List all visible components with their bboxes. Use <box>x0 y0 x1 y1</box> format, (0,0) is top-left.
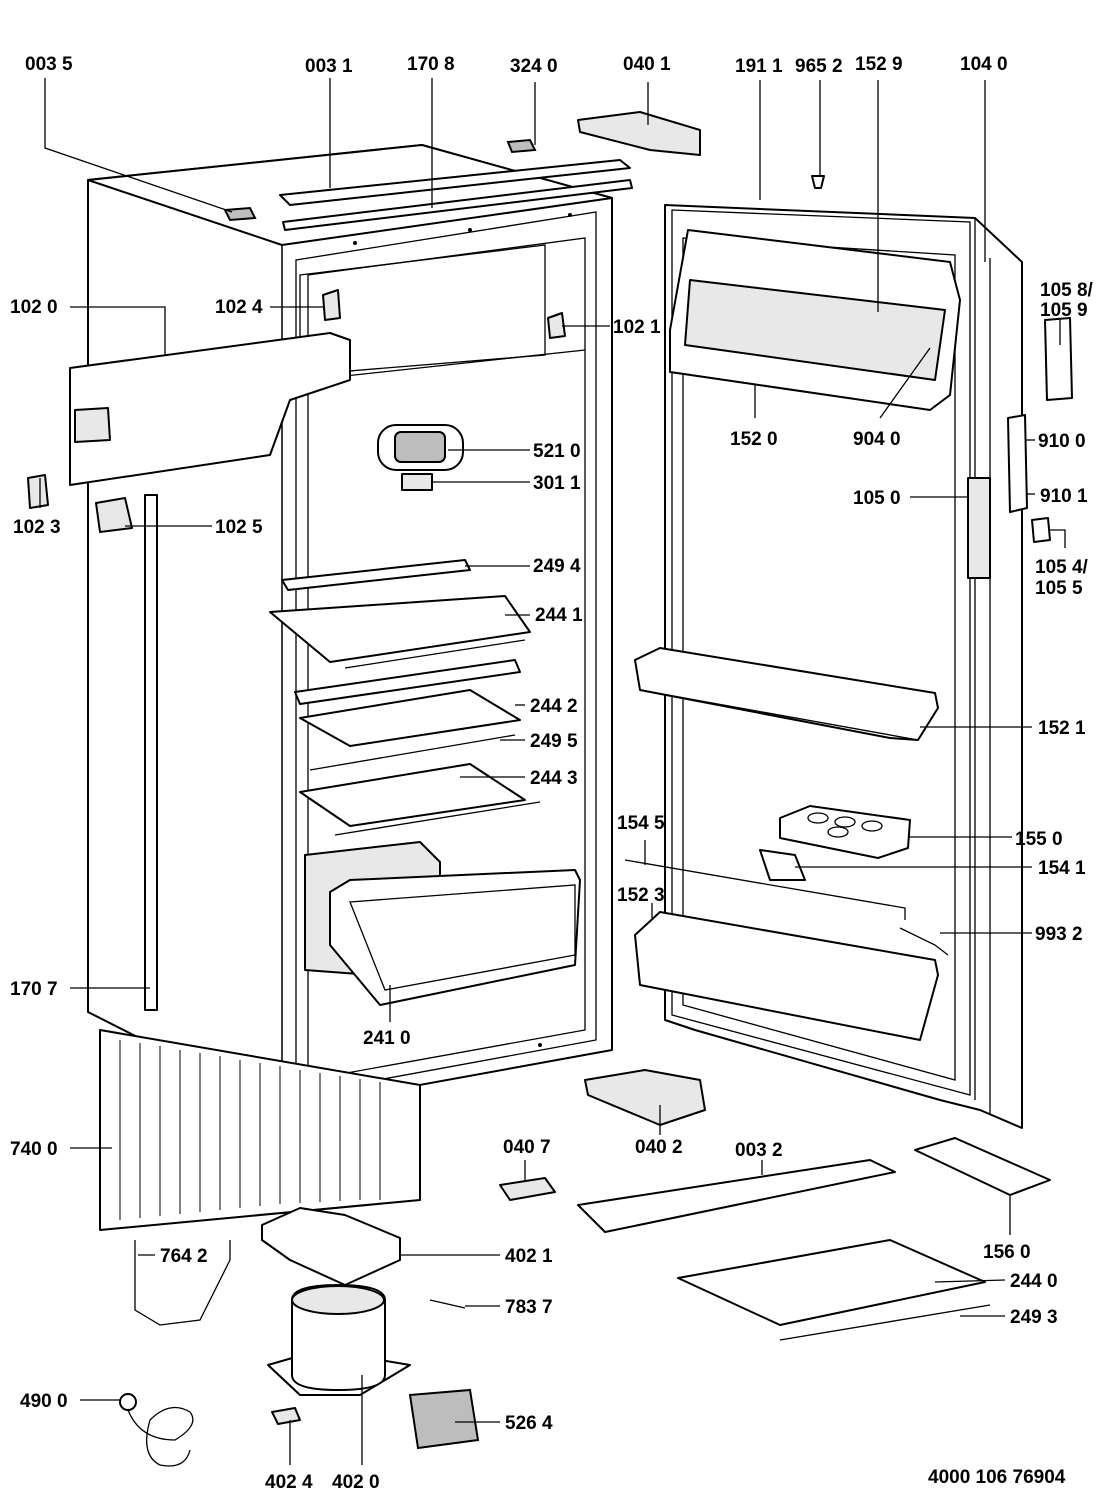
egg-tray <box>779 805 911 859</box>
thermo-capillary <box>134 1240 231 1326</box>
label-9652: 965 2 <box>795 56 843 77</box>
label-1023: 102 3 <box>13 517 61 538</box>
label-1040: 104 0 <box>960 54 1008 75</box>
label-4020: 402 0 <box>332 1472 380 1493</box>
label-2443: 244 3 <box>530 768 578 789</box>
label-1708: 170 8 <box>407 54 455 75</box>
power-cord <box>119 1393 194 1467</box>
label-1911: 191 1 <box>735 56 783 77</box>
bottom-hinge-040-2 <box>584 1069 706 1126</box>
door <box>664 204 1023 1129</box>
label-1020: 102 0 <box>10 297 58 318</box>
label-0407: 040 7 <box>503 1137 551 1158</box>
label-1707: 170 7 <box>10 979 58 1000</box>
label-1050: 105 0 <box>853 488 901 509</box>
label-1024: 102 4 <box>215 297 263 318</box>
label-9040: 904 0 <box>853 429 901 450</box>
glass-shelf-244-0 <box>677 1239 986 1326</box>
label-1021: 102 1 <box>613 317 661 338</box>
shelves <box>269 559 541 836</box>
clip-154-1 <box>759 849 806 881</box>
label-1550: 155 0 <box>1015 829 1063 850</box>
label-0032: 003 2 <box>735 1140 783 1161</box>
hinge-105-8 <box>1044 317 1073 401</box>
label-1520: 152 0 <box>730 429 778 450</box>
label-5264: 526 4 <box>505 1413 553 1434</box>
label-0035: 003 5 <box>25 54 73 75</box>
sensor-993-2 <box>899 927 949 956</box>
clip-402-4 <box>271 1407 301 1425</box>
label-7837: 783 7 <box>505 1297 553 1318</box>
top-cover <box>69 332 351 486</box>
bracket-102-1 <box>547 312 566 339</box>
label-0031: 003 1 <box>305 56 353 77</box>
hinge-cover <box>95 497 133 533</box>
part-labels: 003 5 003 1 170 8 324 0 040 1 191 1 965 … <box>10 54 1094 1493</box>
label-9100: 910 0 <box>1038 431 1086 452</box>
label-1545: 154 5 <box>617 813 665 834</box>
label-2442: 244 2 <box>530 696 578 717</box>
label-1529: 152 9 <box>855 54 903 75</box>
part-040-7 <box>499 1177 556 1201</box>
label-4021: 402 1 <box>505 1246 553 1267</box>
leader-lines <box>39 78 1066 1465</box>
label-4024: 402 4 <box>265 1472 313 1493</box>
label-2495: 249 5 <box>530 731 578 752</box>
hinge-910 <box>1007 414 1028 513</box>
label-4900: 490 0 <box>20 1391 68 1412</box>
label-2493: 249 3 <box>1010 1307 1058 1328</box>
label-7642: 764 2 <box>160 1246 208 1267</box>
label-9932: 993 2 <box>1035 924 1083 945</box>
trim-249-3 <box>779 1304 991 1341</box>
label-0402: 040 2 <box>635 1137 683 1158</box>
label-3011: 301 1 <box>533 473 581 494</box>
crisper-drawer <box>329 869 581 1006</box>
compressor <box>267 1284 411 1396</box>
label-1541: 154 1 <box>1038 858 1086 879</box>
label-1025: 102 5 <box>215 517 263 538</box>
label-2410: 241 0 <box>363 1028 411 1049</box>
label-1055: 105 5 <box>1035 578 1083 599</box>
document-code: 4000 106 76904 <box>928 1467 1066 1488</box>
label-7400: 740 0 <box>10 1139 58 1160</box>
clip-324-0 <box>506 138 537 154</box>
label-2441: 244 1 <box>535 605 583 626</box>
seal-strip <box>144 494 158 1011</box>
bracket-102-4 <box>322 289 341 321</box>
label-1523: 152 3 <box>617 885 665 906</box>
condenser <box>99 1029 421 1231</box>
label-9101: 910 1 <box>1040 486 1088 507</box>
door-strip-105-0 <box>967 477 991 579</box>
label-1054: 105 4/ <box>1035 557 1089 578</box>
label-5210: 521 0 <box>533 441 581 462</box>
ice-tray <box>914 1137 1051 1196</box>
label-0401: 040 1 <box>623 54 671 75</box>
label-1058: 105 8/ <box>1040 280 1094 301</box>
light-unit <box>377 424 464 491</box>
pin-783-7 <box>429 1299 466 1309</box>
screw-965-2 <box>811 175 825 189</box>
label-3240: 324 0 <box>510 56 558 77</box>
relay-box <box>408 1388 480 1450</box>
label-2440: 244 0 <box>1010 1271 1058 1292</box>
label-1560: 156 0 <box>983 1242 1031 1263</box>
upper-door-bin <box>669 229 961 411</box>
label-1521: 152 1 <box>1038 718 1086 739</box>
door-bin-152-3 <box>634 911 939 1041</box>
rail-154-5 <box>624 859 906 920</box>
compressor-mount-402-1 <box>261 1207 401 1286</box>
label-2494: 249 4 <box>533 556 581 577</box>
bottom-cover <box>577 1159 896 1233</box>
top-hinge-040-1 <box>577 111 701 156</box>
door-bin-152-1 <box>634 647 939 741</box>
hinge-part <box>27 474 49 509</box>
label-1059: 105 9 <box>1040 300 1088 321</box>
pin-105-4 <box>1031 517 1051 543</box>
